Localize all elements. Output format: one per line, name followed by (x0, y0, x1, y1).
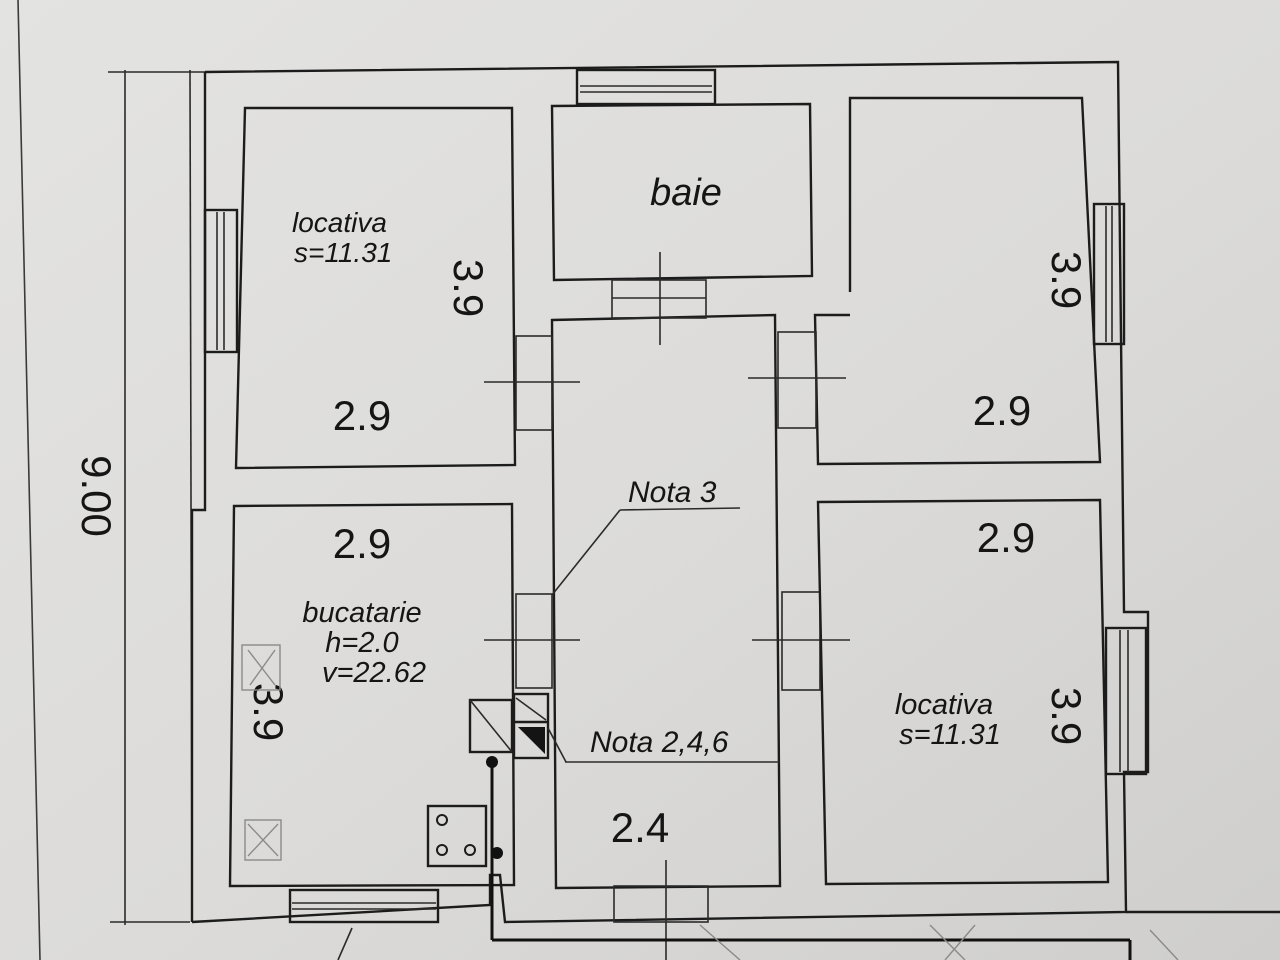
room-bottom-right-area: s=11.31 (899, 719, 1001, 751)
room-bottom-right-name: locativa (895, 689, 993, 721)
door-kitchen (484, 593, 580, 689)
room-bottom-right-length: 3.9 (1043, 687, 1090, 745)
room-kitchen-height: h=2.0 (325, 627, 398, 659)
room-bathroom (550, 102, 814, 282)
window-right-lower (1104, 626, 1148, 776)
note-3-label: Nota 3 (628, 476, 717, 509)
boiler-box (468, 698, 514, 754)
room-top-right (813, 96, 1102, 466)
room-bottom-right (816, 498, 1110, 886)
window-top (575, 68, 717, 106)
window-right-upper (1092, 202, 1126, 346)
stove (426, 804, 488, 868)
corridor (550, 313, 782, 890)
room-top-left-name: locativa (292, 207, 387, 238)
room-top-left (234, 106, 517, 470)
room-bathroom-name: baie (650, 172, 722, 214)
room-top-right-length: 3.9 (1043, 251, 1090, 309)
sheet-border (17, 0, 41, 960)
overall-dimension-label: 9.00 (73, 455, 120, 537)
window-left-upper (203, 208, 239, 354)
corridor-width: 2.4 (611, 804, 669, 851)
chimney-box (512, 692, 550, 760)
window-kitchen-bottom (288, 888, 440, 924)
room-kitchen-width: 2.9 (333, 520, 391, 567)
room-top-left-length: 3.9 (445, 259, 492, 317)
note-3-leader (551, 507, 741, 596)
room-kitchen-name: bucatarie (302, 597, 421, 629)
pencil-sketch-radiator (241, 644, 281, 691)
gas-pipe (486, 756, 1132, 960)
dimension-tick-bottom (337, 927, 353, 960)
room-bottom-right-width: 2.9 (977, 514, 1035, 561)
room-top-left-width: 2.9 (333, 392, 391, 439)
room-top-right-width: 2.9 (973, 387, 1031, 434)
room-kitchen (228, 502, 516, 888)
door-top-left (484, 335, 580, 431)
note-246-leader (547, 727, 780, 763)
pencil-hatching (699, 924, 1179, 960)
door-top-right (748, 331, 846, 429)
room-kitchen-length: 3.9 (245, 683, 292, 741)
door-corridor-exit (613, 860, 709, 960)
room-top-left-area: s=11.31 (294, 237, 392, 268)
door-bathroom (611, 252, 707, 345)
note-246-label: Nota 2,4,6 (590, 726, 729, 759)
pencil-sketch-sink (244, 819, 282, 861)
room-kitchen-volume: v=22.62 (322, 657, 426, 689)
